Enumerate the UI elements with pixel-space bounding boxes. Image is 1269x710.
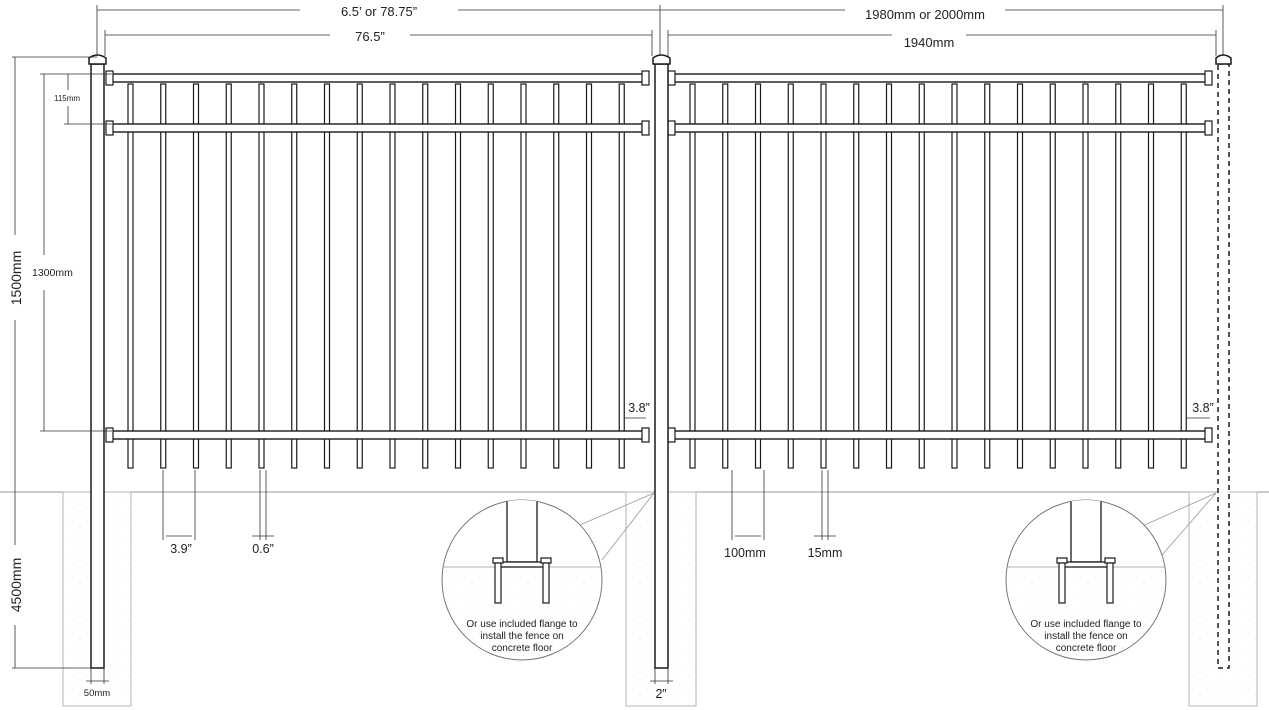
picket-right-6 <box>853 83 860 469</box>
bracket-left-end-2 <box>641 120 650 136</box>
picket-right-1 <box>689 83 696 469</box>
bracket-right-start-1 <box>667 70 676 86</box>
dim-end-gap-left: 3.8” <box>628 401 650 415</box>
pickets-right <box>689 83 1187 469</box>
flange-note-right-line2: install the fence on <box>1044 631 1127 642</box>
picket-right-8 <box>918 83 925 469</box>
dim-left-total: 6.5’ or 78.75” <box>341 4 417 19</box>
picket-left-15 <box>585 83 593 469</box>
picket-right-12 <box>1049 83 1056 469</box>
dim-total-height: 1500mm <box>8 251 24 305</box>
dim-post-width-mm: 50mm <box>84 688 110 699</box>
bracket-left-start-2 <box>105 120 114 136</box>
bracket-left-end-1 <box>641 70 650 86</box>
posts <box>88 54 1232 669</box>
bracket-right-end-1 <box>1204 70 1213 86</box>
rail-mid-right <box>673 123 1211 133</box>
rail-bottom-right <box>673 430 1211 440</box>
dim-left-panel: 76.5” <box>355 29 385 44</box>
picket-left-3 <box>192 83 200 469</box>
flange-note-left-line2: install the fence on <box>480 631 563 642</box>
picket-left-14 <box>553 83 560 469</box>
post-middle-cap <box>652 54 671 65</box>
picket-right-10 <box>984 83 991 469</box>
picket-left-12 <box>487 83 494 469</box>
bracket-left-start-1 <box>105 70 114 86</box>
flange-detail-right: Or use included flange to install the fe… <box>1005 499 1167 661</box>
bracket-right-end-3 <box>1204 427 1213 443</box>
post-right-cap <box>1215 54 1232 65</box>
picket-right-5 <box>820 83 827 469</box>
dim-right-panel: 1940mm <box>904 35 955 50</box>
dim-picket-spacing-in: 3.9” <box>170 542 192 556</box>
flange-note-left-line3: concrete floor <box>492 643 553 654</box>
dim-embed-depth: 4500mm <box>8 558 24 612</box>
picket-left-13 <box>520 83 527 469</box>
rail-mid-left <box>111 123 649 133</box>
flange-detail-left: Or use included flange to install the fe… <box>441 499 603 661</box>
picket-left-4 <box>225 83 232 469</box>
top-dimensions <box>96 5 1224 56</box>
rail-top-left <box>111 73 649 83</box>
picket-right-15 <box>1147 83 1155 469</box>
dim-right-total: 1980mm or 2000mm <box>865 7 985 22</box>
rail-bottom-left <box>111 430 649 440</box>
picket-right-3 <box>754 83 762 469</box>
bracket-right-end-2 <box>1204 120 1213 136</box>
dim-post-width-in: 2” <box>655 687 666 701</box>
bracket-right-start-2 <box>667 120 676 136</box>
dim-rail-gap-top: 115mm <box>54 94 80 103</box>
bracket-right-start-3 <box>667 427 676 443</box>
dim-picket-spacing-mm: 100mm <box>724 546 766 560</box>
picket-left-8 <box>356 83 363 469</box>
rail-top-right <box>673 73 1211 83</box>
picket-left-1 <box>127 83 134 469</box>
picket-left-10 <box>422 83 429 469</box>
picket-right-7 <box>885 83 893 469</box>
picket-right-2 <box>722 83 729 469</box>
left-dimensions <box>12 56 112 684</box>
dim-picket-height: 1300mm <box>32 267 73 279</box>
picket-right-4 <box>787 83 794 469</box>
picket-left-6 <box>291 83 298 469</box>
dim-picket-width-mm: 15mm <box>808 546 843 560</box>
bracket-left-start-3 <box>105 427 114 443</box>
picket-left-11 <box>454 83 462 469</box>
picket-left-7 <box>323 83 331 469</box>
flange-note-left-line1: Or use included flange to <box>466 619 578 630</box>
post-right <box>1217 63 1230 669</box>
picket-left-2 <box>160 83 167 469</box>
flange-note-right-line3: concrete floor <box>1056 643 1117 654</box>
picket-right-14 <box>1115 83 1122 469</box>
flange-note-right-line1: Or use included flange to <box>1030 619 1142 630</box>
post-middle <box>654 63 669 669</box>
pickets-left <box>127 83 625 469</box>
picket-right-9 <box>951 83 958 469</box>
picket-left-5 <box>258 83 265 469</box>
post-left-cap <box>88 54 107 65</box>
picket-left-9 <box>389 83 396 469</box>
picket-right-16 <box>1180 83 1187 469</box>
dim-end-gap-right: 3.8” <box>1192 401 1214 415</box>
picket-right-11 <box>1016 83 1024 469</box>
picket-right-13 <box>1082 83 1089 469</box>
spacing-dimensions <box>162 417 1210 684</box>
bracket-left-end-3 <box>641 427 650 443</box>
detail-leaders <box>579 492 1217 561</box>
picket-left-16 <box>618 83 625 469</box>
post-left <box>90 63 105 669</box>
dim-picket-width-in: 0.6” <box>252 542 274 556</box>
